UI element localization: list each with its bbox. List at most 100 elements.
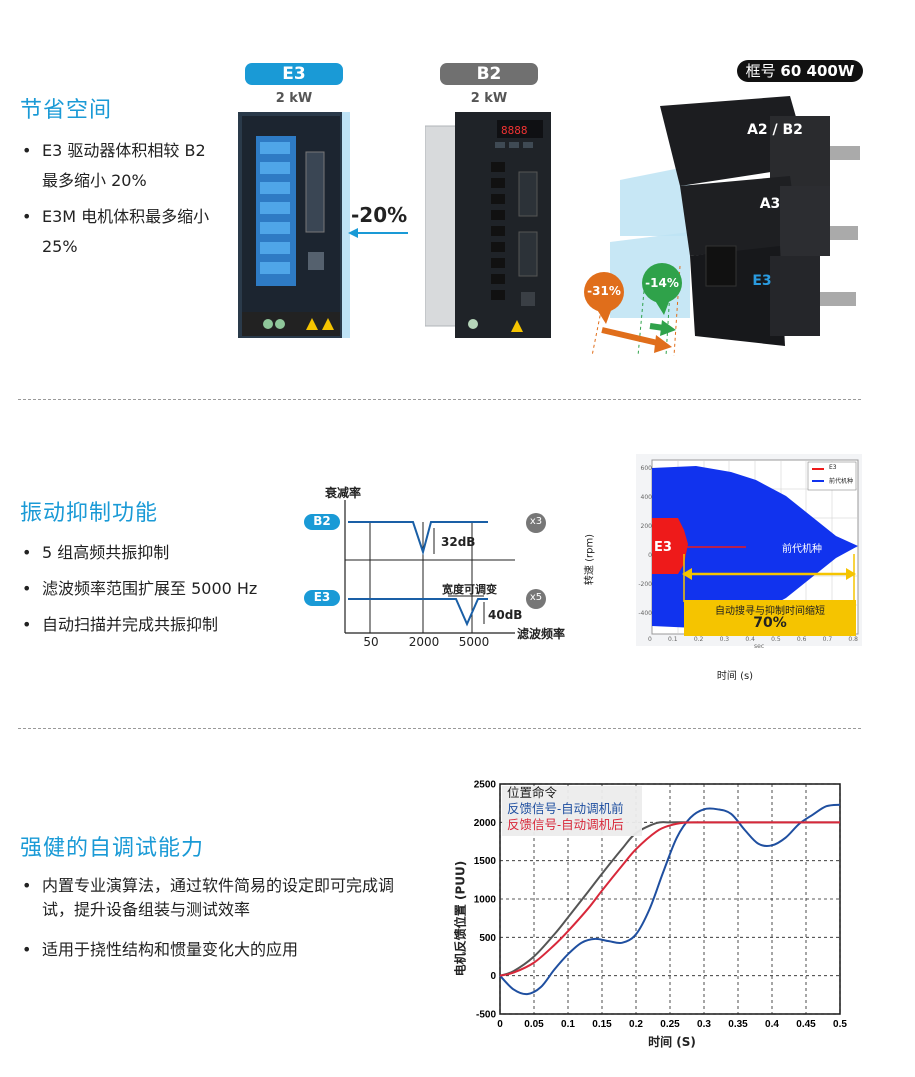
svg-text:8888: 8888 (501, 124, 528, 137)
scope-xtick: 0.1 (668, 636, 678, 643)
scope-xtick: 0.3 (719, 636, 730, 643)
scope-xtick: 0.5 (771, 636, 781, 643)
x-tick-label: 0.25 (660, 1019, 680, 1030)
scope-unit: sec (754, 643, 765, 650)
scope-legend-prev: 前代机种 (829, 478, 854, 485)
e3-drive-power: 2 kW (275, 91, 313, 106)
motors-image (584, 96, 860, 356)
motor-a3-label: A3 (759, 196, 781, 212)
section1-bullets: E3 驱动器体积相较 B2 最多缩小 20% E3M 电机体积最多缩小 25% (20, 136, 210, 268)
section3-bullet: 适用于挠性结构和惯量变化大的应用 (20, 938, 420, 962)
b2-drive-pill: B2 (440, 63, 538, 85)
section3-bullets: 内置专业演算法，通过软件简易的设定即可完成调试，提升设备组装与测试效率 适用于挠… (20, 874, 420, 968)
x-tick-label: 0.15 (592, 1019, 612, 1030)
diagram-xtick: 50 (363, 635, 379, 649)
chart-legend-box (502, 786, 642, 836)
section2-bullet: 滤波频率范围扩展至 5000 Hz (20, 574, 300, 604)
scope-legend-e3: E3 (829, 464, 837, 471)
section1-title: 节省空间 (20, 98, 113, 123)
scope-xtick: 0.4 (745, 636, 755, 643)
chart-ylabel: 电机反馈位置 (PUU) (453, 860, 468, 977)
diagram-y-title: 衰减率 (325, 486, 362, 500)
diagram-x3: x3 (529, 516, 543, 527)
x-tick-label: 0.3 (697, 1019, 711, 1030)
series-after-line (499, 821, 840, 977)
chart-tick-labels: 0 0.05 0.1 0.15 0.2 0.25 0.3 0.35 0.4 0.45 0.5 -500… (474, 780, 848, 1031)
scope-xtick: 0 (648, 636, 652, 643)
scope-e3-tag: E3 (654, 540, 672, 555)
legend-before: 反馈信号-自动调机前 (507, 802, 624, 816)
y-tick-label: 1500 (474, 856, 497, 867)
pct-31-badge: -31% (587, 284, 621, 298)
motor-e3-label: E3 (752, 273, 772, 289)
scope-xticks: 0 0.1 0.2 0.3 0.4 0.5 0.6 0.7 0.8 (648, 636, 858, 643)
diagram-xtick: 2000 (408, 635, 440, 649)
scope-note-pct: 70% (753, 615, 787, 631)
e3-drive-image (238, 112, 350, 338)
section1-bullet: E3M 电机体积最多缩小 25% (20, 202, 210, 262)
diagram-xtick: 5000 (458, 635, 490, 649)
vibration-scope-plot (636, 454, 862, 646)
frame-badge: 框号 60 400W (737, 60, 863, 82)
section3-title: 强健的自调试能力 (20, 836, 205, 861)
y-tick-label: -500 (476, 1010, 496, 1021)
scope-prev-tag: 前代机种 (782, 544, 822, 555)
y-tick-label: 2000 (474, 818, 497, 829)
scope-xtick: 0.2 (693, 636, 704, 643)
drive-reduction-label: -20% (351, 203, 408, 227)
series-before-line (499, 803, 841, 996)
diagram-40db: 40dB (488, 608, 523, 622)
scope-yticks: 600 400 200 0 -200 -400 (634, 454, 652, 628)
x-tick-label: 0.05 (524, 1019, 544, 1030)
x-tick-label: 0.45 (796, 1019, 816, 1030)
diagram-32db: 32dB (441, 535, 476, 549)
x-tick-label: 0.35 (728, 1019, 748, 1030)
section2-bullet: 5 组高频共振抑制 (20, 538, 300, 568)
legend-after: 反馈信号-自动调机后 (507, 818, 624, 832)
scope-xtick: 0.6 (796, 636, 807, 643)
scope-note: 自动搜寻与抑制时间缩短 (715, 606, 825, 617)
scope-ytick: 400 (640, 494, 652, 501)
legend-command: 位置命令 (507, 786, 558, 800)
pct-14-badge: -14% (645, 276, 679, 290)
x-tick-label: 0.5 (833, 1019, 847, 1030)
x-tick-label: 0.1 (561, 1019, 575, 1030)
chart-legend: 位置命令 反馈信号-自动调机前 反馈信号-自动调机后 (507, 785, 624, 833)
y-tick-label: 1000 (474, 895, 497, 906)
diagram-e3-tag: E3 (313, 590, 331, 604)
b2-drive-power: 2 kW (470, 91, 508, 106)
autotune-chart: 0 0.05 0.1 0.15 0.2 0.25 0.3 0.35 0.4 0.45 0.5 -500… (474, 780, 848, 1031)
section2-title: 振动抑制功能 (20, 501, 159, 526)
diagram-width-adjustable: 宽度可调变 (442, 583, 497, 596)
y-tick-label: 0 (490, 971, 496, 982)
diagram-b2-tag: B2 (313, 514, 331, 528)
y-tick-label: 2500 (474, 780, 497, 791)
scope-ytick: -200 (638, 581, 652, 588)
x-tick-label: 0.4 (765, 1019, 779, 1030)
section-divider (18, 728, 861, 729)
scope-xtick: 0.7 (822, 636, 833, 643)
scope-xlabel: 时间 (s) (716, 671, 754, 682)
scope-ytick: 600 (640, 465, 652, 472)
e3-drive-pill: E3 (245, 63, 343, 85)
scope-xtick: 0.8 (848, 636, 858, 643)
filter-diagram (304, 500, 546, 634)
section2-bullets: 5 组高频共振抑制 滤波频率范围扩展至 5000 Hz 自动扫描并完成共振抑制 (20, 538, 300, 646)
y-tick-label: 500 (479, 933, 496, 944)
section2-bullet: 自动扫描并完成共振抑制 (20, 610, 300, 640)
frame-value: 60 400W (780, 62, 855, 80)
b2-drive-image: 8888 (425, 112, 551, 338)
diagram-x-title: 滤波频率 (517, 627, 566, 641)
chart-xlabel: 时间 (S) (648, 1035, 696, 1049)
section-divider (18, 399, 861, 400)
chart-series (499, 803, 841, 996)
scope-ylabel: 转速 (rpm) (584, 533, 596, 586)
frame-prefix: 框号 (745, 62, 776, 80)
scope-ytick: 0 (648, 552, 652, 559)
section1-bullet: E3 驱动器体积相较 B2 最多缩小 20% (20, 136, 210, 196)
x-tick-label: 0 (497, 1019, 503, 1030)
x-tick-label: 0.2 (629, 1019, 643, 1030)
section3-bullet: 内置专业演算法，通过软件简易的设定即可完成调试，提升设备组装与测试效率 (20, 874, 420, 922)
scope-ytick: 200 (640, 523, 652, 530)
diagram-x5: x5 (529, 592, 543, 603)
